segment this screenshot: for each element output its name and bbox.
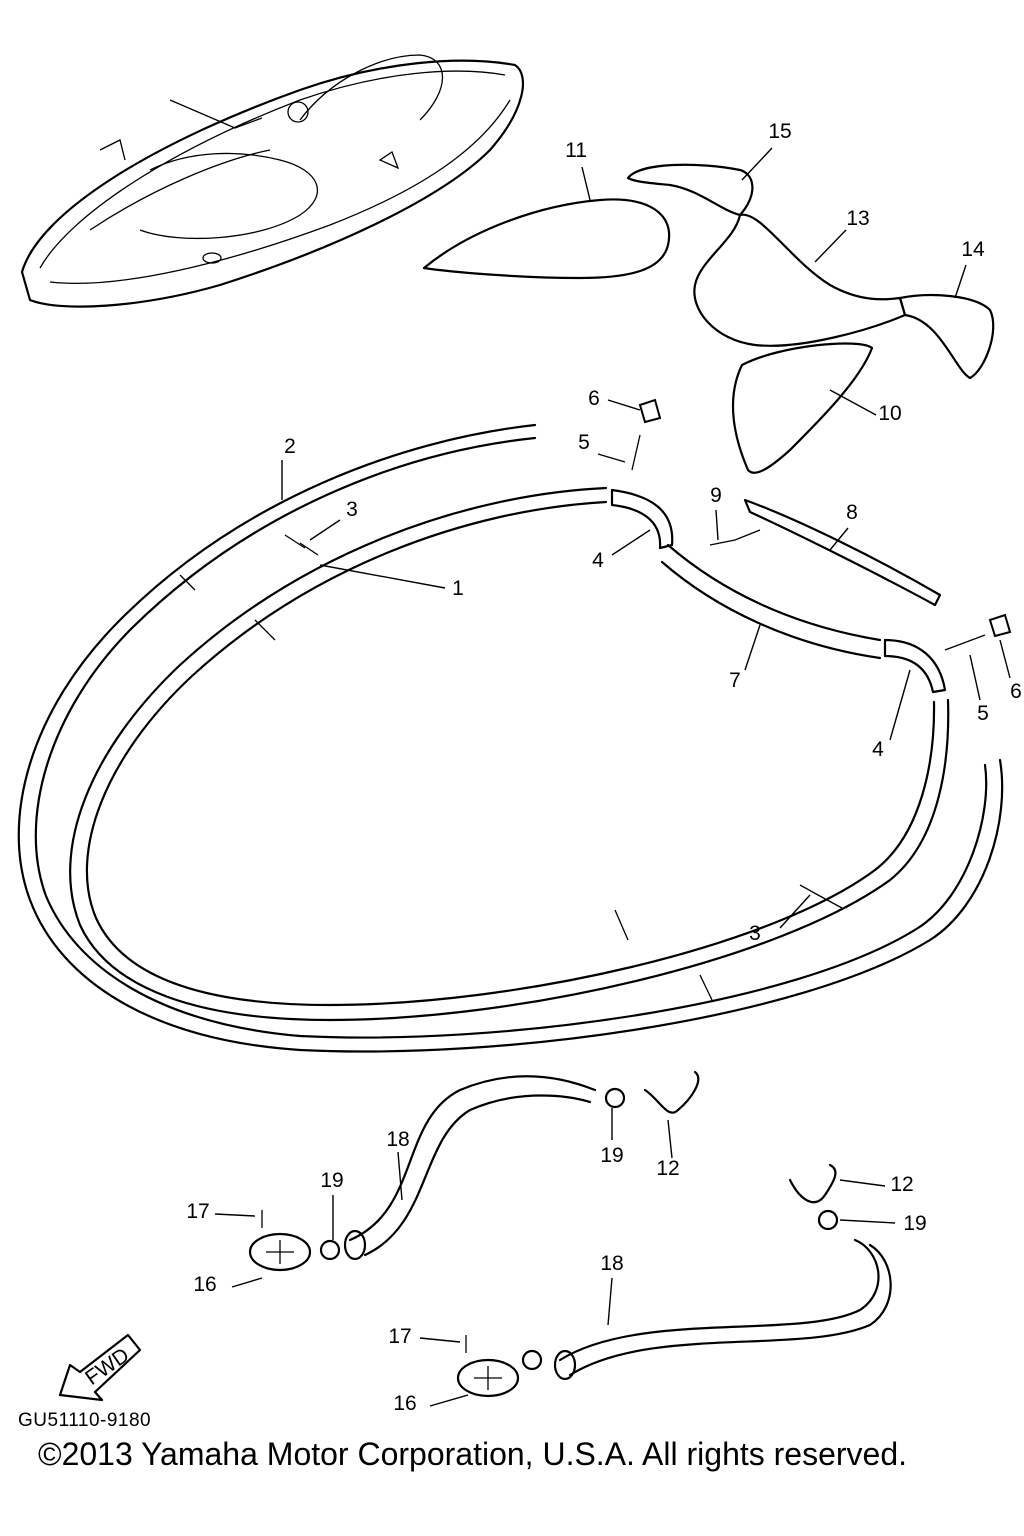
callout-c10: 10 [878,402,901,425]
callout-c9: 9 [710,484,722,507]
diagram-code: GU51110-9180 [18,1410,152,1431]
callout-c6a: 6 [588,387,600,410]
callout-c3b: 3 [749,922,761,945]
callout-c3a: 3 [346,498,358,521]
leader-c16b [429,1394,469,1407]
strip-2 [17,423,1004,1053]
callout-c12b: 12 [890,1173,913,1196]
leader-c11 [581,166,591,201]
clamp-19b [319,1239,341,1261]
callout-c16a: 16 [193,1273,216,1296]
leader-c13 [814,229,847,263]
callout-c19b: 19 [320,1169,343,1192]
leader-c1 [319,564,446,589]
leader-c17a [214,1213,256,1217]
strip-1 [69,486,950,1022]
callout-c16b: 16 [393,1392,416,1415]
callout-c6b: 6 [1010,680,1022,703]
leader-c9 [715,509,719,541]
leader-c18a [397,1151,403,1201]
leader-c4a [611,529,651,556]
mat-13 [693,213,907,347]
elbow-12b [788,1163,837,1204]
callout-c18b: 18 [600,1252,623,1275]
leader-c5b [969,654,981,701]
strip-8 [743,498,942,607]
callout-c14: 14 [961,238,985,261]
callout-c5a: 5 [578,431,590,454]
callout-c19a: 19 [600,1144,623,1167]
leader-c3b [779,894,811,929]
gunwale-strips [17,423,1004,1053]
leader-c5a [597,453,626,463]
callout-c7: 7 [729,669,741,692]
copyright-notice: ©2013 Yamaha Motor Corporation, U.S.A. A… [38,1436,908,1472]
leader-c6a [607,399,641,411]
callout-c12a: 12 [656,1157,679,1180]
callout-labels: 1233445566789101112121314151616171718181… [186,120,1022,1415]
cap-6a [638,398,662,424]
bilge-system [248,1070,892,1398]
callout-c11: 11 [565,139,587,162]
mat-15 [626,163,754,217]
callout-c4a: 4 [592,549,604,572]
hose-18b [558,1238,892,1377]
strainer-16a [248,1232,312,1272]
leader-c19c [839,1219,896,1224]
callout-c5b: 5 [977,702,989,725]
fasteners [284,398,1012,909]
corner-4a [610,488,674,550]
corner-4b [883,638,947,694]
leader-c8 [829,527,849,551]
leader-c3a [309,519,341,541]
leader-c17b [419,1337,461,1343]
leader-c18b [607,1277,613,1326]
strainer-16b [456,1358,520,1398]
callout-c2: 2 [284,435,296,458]
screw-5a [631,434,641,471]
leader-lines [214,147,1011,1407]
mat-10 [731,342,874,474]
fwd-arrow: FWD [58,1333,142,1402]
callout-c18a: 18 [386,1128,409,1151]
callout-c4b: 4 [872,738,884,761]
leader-c4b [889,669,911,741]
mats [422,163,995,474]
callout-c1: 1 [452,577,464,600]
callout-c17a: 17 [186,1200,209,1223]
leader-c10 [829,389,877,416]
callout-c8: 8 [846,501,858,524]
clamp-19d [521,1349,543,1371]
leader-c6b [999,639,1011,679]
watercraft-overview [20,54,525,308]
leader-c7 [744,624,761,671]
rivet-9 [709,529,761,546]
mat-14 [898,294,995,380]
rivet-3a [284,534,319,556]
clamp-19a [604,1087,626,1109]
rivet-3b [799,884,843,909]
callout-c17b: 17 [388,1325,411,1348]
leader-c12b [839,1179,886,1187]
callout-c15: 15 [768,120,791,143]
clamp-19c [817,1209,839,1231]
leader-c16a [231,1277,263,1288]
hose-18a [348,1075,597,1257]
leader-c12a [667,1119,673,1159]
screw-5b [944,634,986,651]
elbow-12a [643,1070,700,1114]
leader-c14 [954,264,967,299]
callout-c19c: 19 [903,1212,926,1235]
callout-c13: 13 [846,207,869,230]
strip-7 [660,543,882,660]
leader-c15 [741,147,773,181]
mat-11 [422,198,671,280]
cap-6b [988,613,1012,638]
